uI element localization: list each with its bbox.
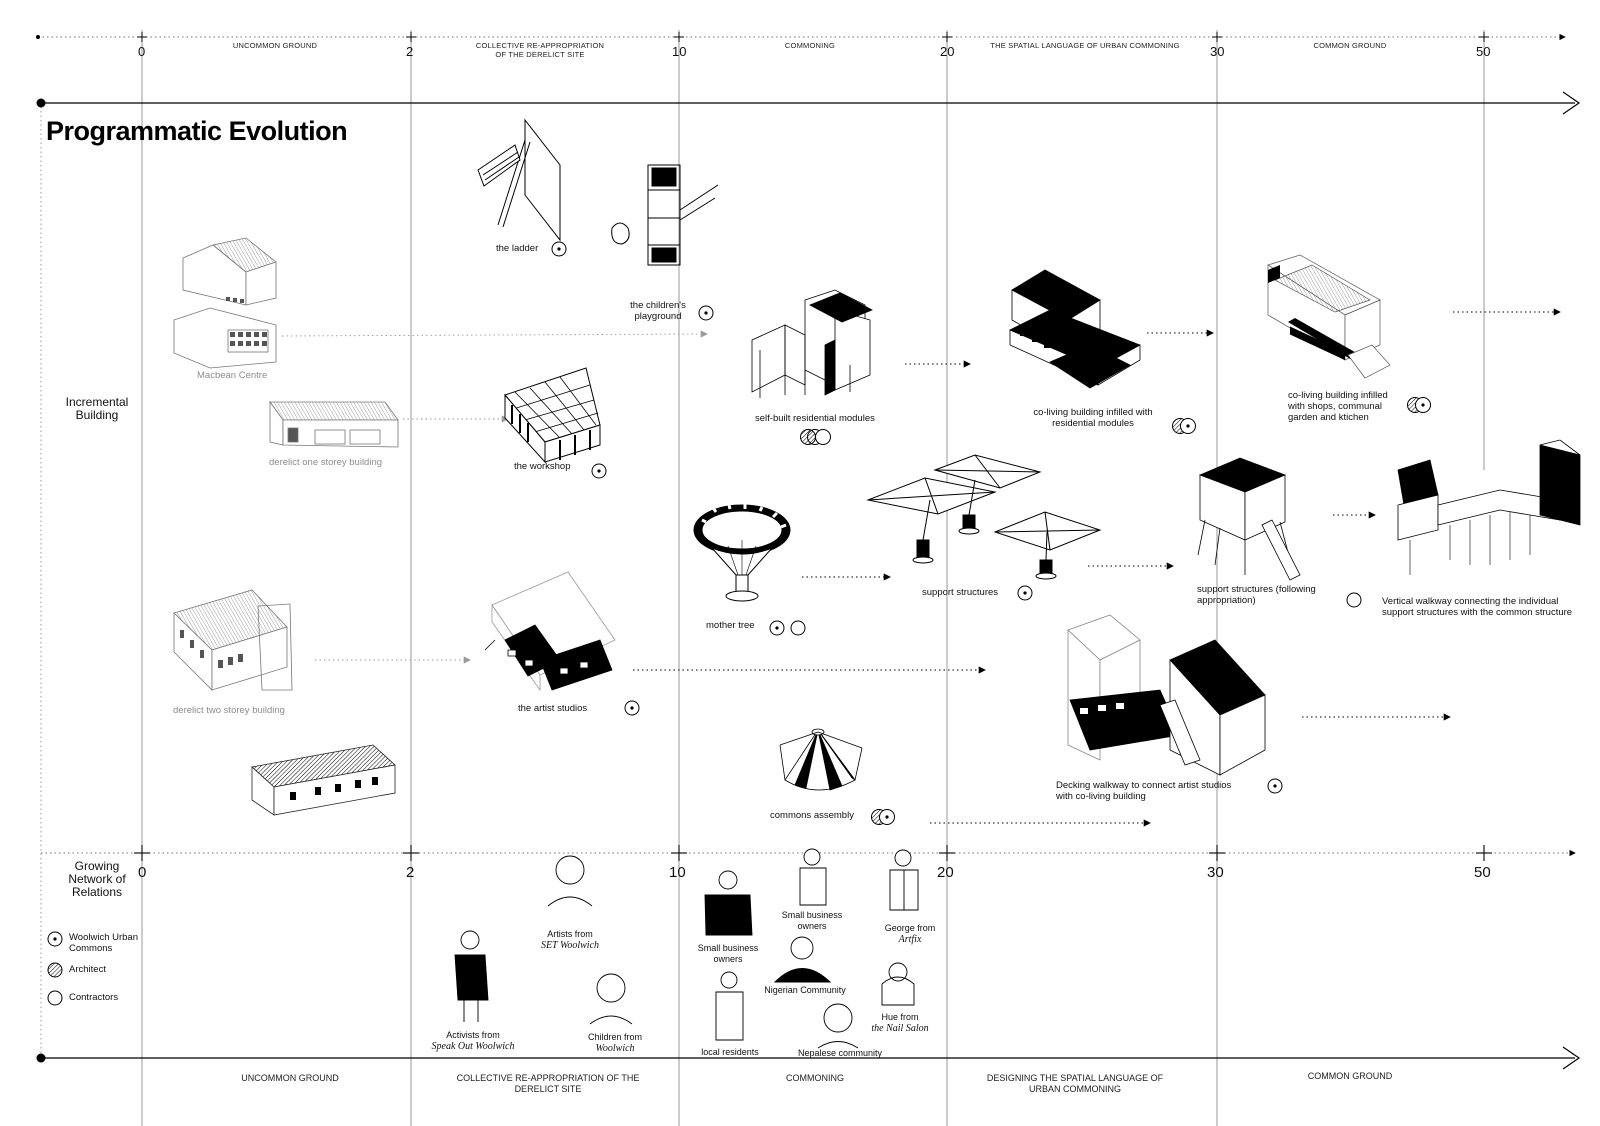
mid-tick-10: 10 [669,864,686,881]
people-drawings [454,848,919,1049]
top-tick-0: 0 [138,44,146,59]
two-storey-building-drawing [173,589,293,691]
workshop-drawing [504,367,601,464]
coliving-shops-drawing [1267,254,1391,379]
hatched-dotted-circle-icon [871,809,895,825]
caption-ladder: the ladder [496,243,539,254]
mid-tick-0: 0 [138,864,147,881]
empty-circle-icon [47,990,63,1006]
caption-workshop: the workshop [514,461,571,472]
support-structures-drawing [866,454,1102,580]
caption-commons-assembly: commons assembly [770,810,854,821]
top-phase-1: UNCOMMON GROUND [232,41,318,50]
dotted-circle-icon [624,700,640,716]
support-following-drawing [1197,457,1301,581]
playground-drawing [611,164,719,266]
caption-one-storey: derelict one storey building [269,457,383,468]
bottom-phase-2: COLLECTIVE RE-APPROPRIATION OF THE DEREL… [456,1073,640,1094]
coliving-infilled-drawing [1009,269,1141,389]
caption-macbean: Macbean Centre [197,370,268,381]
legend-contractors: Contractors [69,992,119,1003]
artist-studios-drawing [484,571,616,692]
person-local-residents: local residents [701,1047,759,1057]
top-phase-2: COLLECTIVE RE-APPROPRIATION OF THE DEREL… [475,41,605,59]
caption-mother-tree: mother tree [706,620,755,631]
top-tick-20: 20 [940,44,955,59]
dotted-circle-icon [551,241,567,257]
mid-tick-50: 50 [1474,864,1491,881]
vertical-walkway-drawing [1397,439,1581,575]
legend-architect: Architect [69,964,106,975]
caption-support-structures: support structures [922,587,999,598]
caption-coliving-infilled: co-living building infilled with residen… [1033,407,1153,429]
legend-wuc: Woolwich Urban Commons [69,932,138,954]
empty-circle-icon [1346,592,1362,608]
long-shed-drawing [251,744,396,816]
person-nepalese: Nepalese community [797,1048,883,1058]
decking-walkway-drawing [1067,614,1266,776]
person-nigerian: Nigerian Community [764,985,846,995]
top-phase-3: COMMONING [784,41,836,50]
macbean-centre-drawing [173,237,277,369]
bottom-phase-1: UNCOMMON GROUND [241,1073,339,1083]
dotted-circle-icon [47,931,63,947]
top-tick-30: 30 [1210,44,1225,59]
person-small-business-2: Small business owners [781,910,843,931]
top-tick-2: 2 [406,44,414,59]
caption-coliving-shops: co-living building infilled with shops, … [1288,390,1388,423]
page-title: Programmatic Evolution [46,116,348,146]
dotted-circle-icon [1267,778,1283,794]
flow-arrows [281,308,1561,827]
vertical-gridlines [141,30,1485,1126]
hatched-dotted-circle-icon [1407,397,1431,413]
dotted-circle-icon [591,463,607,479]
caption-decking-walkway: Decking walkway to connect artist studio… [1056,780,1232,802]
one-storey-building-drawing [269,400,399,448]
caption-artist-studios: the artist studios [518,703,588,714]
caption-vertical-walkway: Vertical walkway connecting the individu… [1382,596,1573,618]
mid-tick-20: 20 [937,864,954,881]
row-label-relations: Growing Network of Relations [68,859,126,899]
top-phase-4: THE SPATIAL LANGUAGE OF URBAN COMMONING [990,41,1180,50]
top-tick-10: 10 [672,44,687,59]
bottom-phase-4: DESIGNING THE SPATIAL LANGUAGE OF URBAN … [986,1073,1164,1094]
hatched-dotted-circle-icon [1172,418,1196,434]
commons-assembly-drawing [779,728,863,791]
mid-tick-2: 2 [406,864,415,881]
mother-tree-drawing [693,504,791,602]
row-label-incremental: Incremental Building [65,395,129,422]
dotted-empty-circle-icon [769,620,806,636]
bottom-phase-3: COMMONING [786,1073,844,1083]
top-tick-50: 50 [1476,44,1491,59]
mid-tick-30: 30 [1207,864,1224,881]
hatched-empty-circle-icon [800,429,831,445]
dotted-circle-icon [698,305,714,321]
caption-support-following: support structures (following appropriat… [1197,584,1316,606]
caption-two-storey: derelict two storey building [173,705,285,716]
residential-modules-drawing [751,289,873,398]
top-phase-5: COMMON GROUND [1313,41,1387,50]
person-small-business-1: Small business owners [697,943,759,964]
hatched-circle-icon [47,962,63,978]
ladder-drawing [477,118,561,242]
dotted-circle-icon [1017,585,1033,601]
caption-playground: the children's playground [630,300,686,322]
caption-modules: self-built residential modules [755,413,875,424]
bottom-phase-5: COMMON GROUND [1307,1071,1393,1081]
